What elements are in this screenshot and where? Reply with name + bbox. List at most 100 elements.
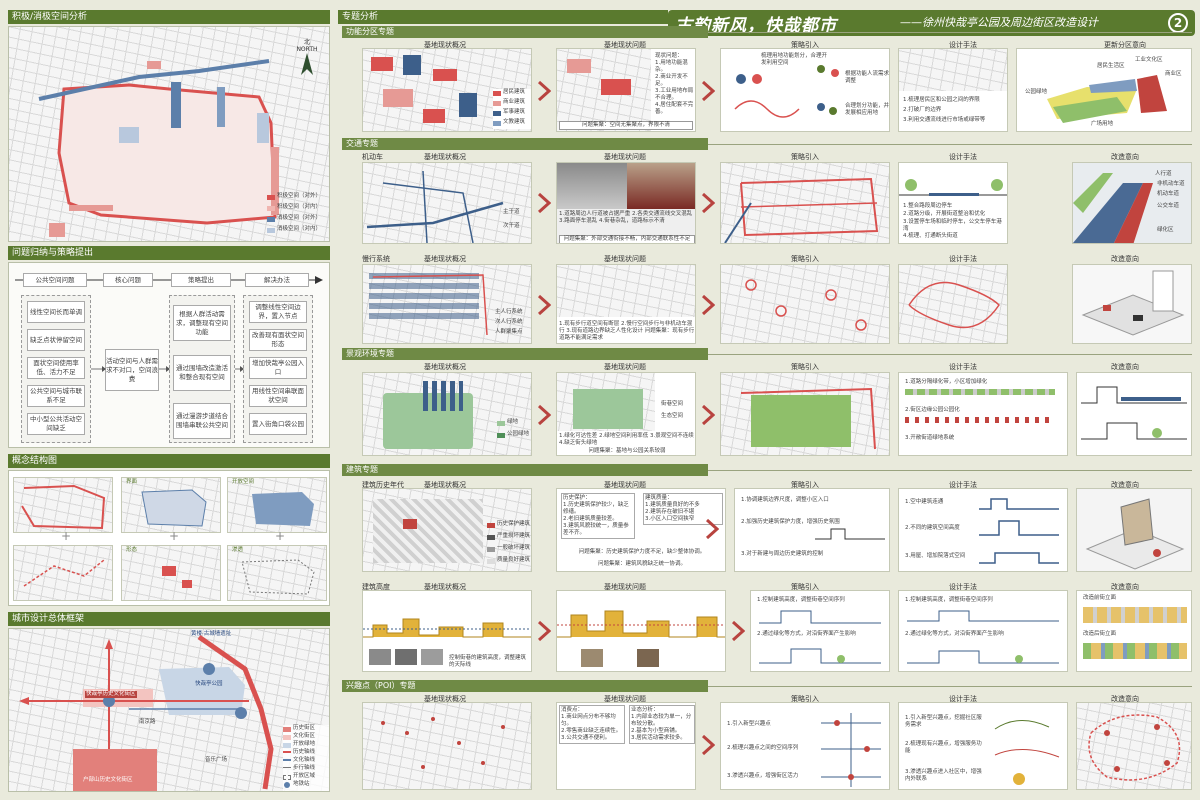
strategy-item: 通过围墙改造激活和整合现有空间: [173, 355, 231, 391]
landscape-site-map: 绿地 公园绿地: [362, 372, 532, 456]
strategy-text: 2.加强历史建筑保护力度，增强历史氛围: [741, 519, 840, 525]
height-method-profile: [907, 610, 1059, 664]
zone-block: [573, 389, 643, 429]
intent-label: 公园绿地: [1025, 89, 1048, 95]
col-head: 策略引入: [791, 481, 819, 489]
legend-item: 次人行系统: [495, 319, 523, 325]
legend-item: 人群聚集点: [495, 329, 523, 335]
strategy-text: 3.对于新建与周边历史建筑的控制: [741, 551, 824, 557]
solution-item: 用线性空间串联面状空间: [249, 385, 307, 407]
strategy-text: 2.梳理兴趣点之间的空间序列: [727, 745, 799, 751]
zone-block: [369, 273, 479, 319]
col-head: 基地现状概况: [424, 153, 466, 161]
height-problem: [556, 590, 726, 672]
problem-bar: 问题集聚：基地与公园关系较弱: [588, 448, 666, 454]
concept-form: 形态: [121, 545, 221, 601]
board-title: 古韵新风，快哉都市: [675, 16, 837, 36]
concept-penetration: 渗透: [227, 545, 327, 601]
legend-item: 步行轴线: [293, 765, 316, 771]
legend-item: 次干道: [503, 223, 520, 229]
strategy-diagram: [734, 65, 839, 118]
col-head: 基地现状概况: [424, 41, 466, 49]
legend-swatch: [283, 735, 291, 740]
function-method: 1.梳理居民区和公园之间的界限 2.打破厂的边界 3.利用交通流线进行市场或绿带…: [898, 48, 1008, 132]
plus-icon: +: [275, 529, 286, 543]
strategy-text: 根据功能人流需求调整: [845, 71, 890, 84]
traffic-site-map: 主干道 次干道: [362, 162, 532, 244]
col-head: 基地现状问题: [604, 695, 646, 703]
problem-strategy-flow: 公共空间问题 核心问题 策略提出 解决办法 线性空间长而单调 缺乏点状停留空间 …: [8, 262, 330, 448]
legend-item: 商业建筑: [503, 99, 526, 105]
strategy-text: 1.控制建筑高度，调整街巷空间序列: [757, 597, 845, 603]
col-head: 改造意向: [1111, 153, 1139, 161]
intent-label: 非机动车道: [1157, 181, 1185, 187]
framework-label: 快哉亭公园: [195, 681, 223, 687]
topic-bar-traffic: 交通专题: [342, 138, 708, 150]
concept-label: 界面: [126, 479, 138, 485]
legend-item: 积极空间（对外）: [277, 193, 322, 199]
function-site-map: 居民建筑 商业建筑 军事建筑 文教建筑: [362, 48, 532, 132]
core-problem: 活动空间与人群需求不对口，空间浪费: [105, 349, 159, 391]
topic-line: [708, 144, 1192, 145]
col-head: 策略引入: [791, 255, 819, 263]
slow-problem: 1.现有步行道空间有断层 2.慢行空间步行与非机动车混行 3.现有道路边界缺乏人…: [556, 264, 696, 344]
problem-text: 1.现有步行道空间有断层 2.慢行空间步行与非机动车混行 3.现有道路边界缺乏人…: [559, 321, 695, 341]
building-method-profile: [979, 498, 1059, 564]
legend-swatch: [284, 782, 290, 788]
slow-method-loop: [908, 281, 1000, 329]
landscape-strategy-lines: [740, 387, 876, 450]
col-head: 基地现状问题: [604, 481, 646, 489]
col-head: 基地现状问题: [604, 255, 646, 263]
legend-item: 消极空间（对外）: [277, 215, 322, 221]
height-skyline-2: [557, 610, 725, 638]
intent-zones: [1047, 75, 1167, 123]
building-problem: 历史保护： 1.历史建筑保护较少，缺乏修缮。 2.老旧建筑质量较差。 3.建筑风…: [556, 488, 726, 572]
legend-swatch: [487, 547, 495, 552]
col-head: 改造意向: [1111, 695, 1139, 703]
legend-item: 消极空间（对内）: [277, 226, 322, 232]
building-method: 1.空中建筑连通 2.不同的建筑空间高度 3.用屋、增加院落式空间: [898, 488, 1068, 572]
landscape-sections: [1081, 386, 1187, 440]
problem-text: 1.道路周边人行道被占据严重 2.各类交通流线交叉混乱 3.路面停车混乱 4.街…: [559, 211, 693, 224]
row-label: 慢行系统: [362, 255, 390, 263]
zone-block: [433, 69, 457, 81]
concept-open-space: 开放空间: [227, 477, 327, 533]
zone-block: [403, 55, 421, 75]
section-bar-framework: 城市设计总体框架: [8, 612, 330, 626]
problem-text: 历史保护： 1.历史建筑保护较少，缺乏修缮。 2.老旧建筑质量较差。 3.建筑风…: [561, 493, 635, 539]
zone-block: [423, 109, 445, 123]
framework-overlay: [19, 634, 274, 791]
topic-bar-function: 功能分区专题: [342, 26, 708, 38]
function-strategy: 梳理用地功能划分，合理开发利用空间 根据功能人流需求调整 合理划分功能，并发展相…: [720, 48, 890, 132]
intent-label: 商业区: [1165, 71, 1182, 77]
legend-swatch: [493, 111, 501, 116]
intent-label: 居民生活区: [1097, 63, 1125, 69]
col-head: 改造意向: [1111, 363, 1139, 371]
legend-swatch: [267, 195, 275, 200]
legend-item: 文化街区: [293, 733, 316, 739]
col-head: 基地现状概况: [424, 255, 466, 263]
concept-map: [13, 477, 113, 533]
height-method: 1.控制建筑高度，调整街巷空间序列 2.通过绿化等方式，对沿街界面产生影响: [898, 590, 1068, 672]
poi-intent-loop: [1088, 714, 1181, 781]
method-text: 3.开敞街道绿地系统: [905, 435, 955, 441]
poi-intent: [1076, 702, 1192, 790]
positive-space-overlay: [38, 59, 279, 237]
col-head: 改造意向: [1111, 255, 1139, 263]
topic-line: [708, 686, 1192, 687]
intent-label: 改造前街立面: [1083, 595, 1117, 601]
method-strip: [905, 389, 1055, 395]
method-strip: [905, 417, 1055, 423]
flow-head: 核心问题: [103, 273, 153, 287]
problem-text: 1.绿化可达性差 2.绿地空间利用率低 3.景观空间不连续 4.缺乏街头绿地: [559, 433, 694, 446]
topic-line: [708, 470, 1192, 471]
map-texture: [899, 49, 1007, 91]
street-photo: [421, 649, 443, 665]
col-head: 设计手法: [949, 153, 977, 161]
concept-interface: 界面: [121, 477, 221, 533]
legend-item: 历史保护建筑: [497, 521, 531, 527]
map-texture: [14, 546, 112, 600]
map-texture: [557, 265, 695, 317]
concept-label: 渗透: [232, 547, 244, 553]
legend-item: 一般破坏建筑: [497, 545, 531, 551]
